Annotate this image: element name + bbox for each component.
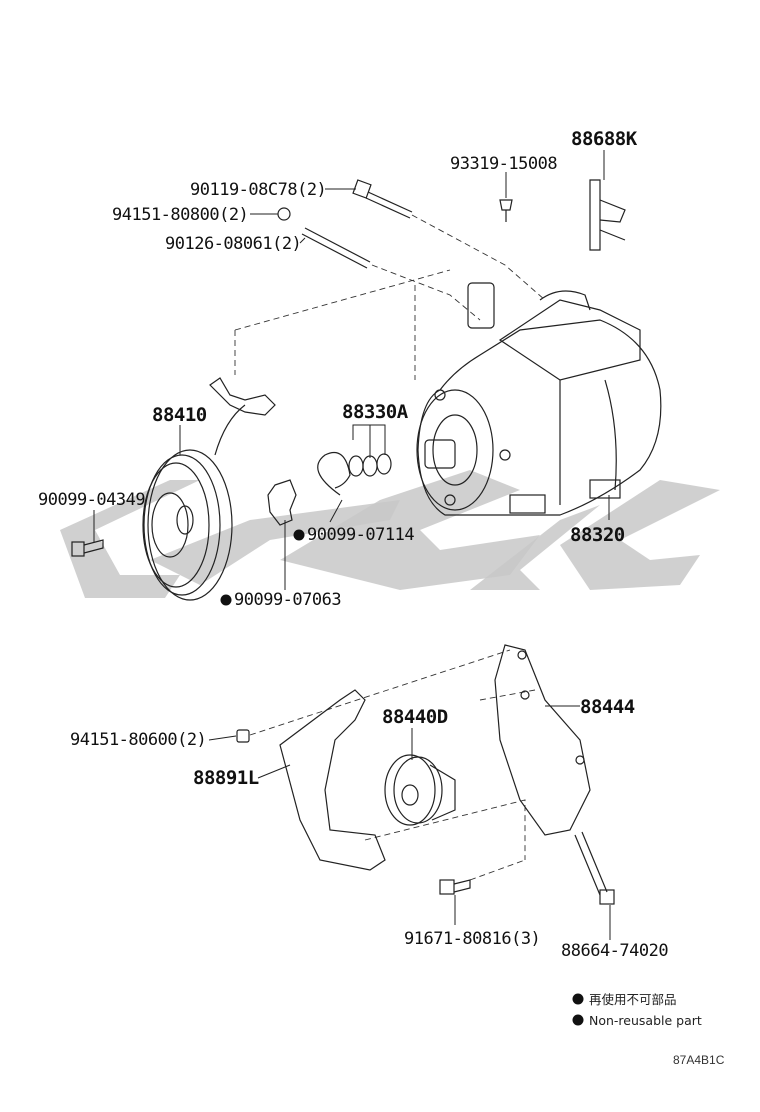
label-88891L: 88891L: [193, 767, 259, 789]
shims-88330A: [348, 453, 392, 477]
leader-lines: [93, 150, 611, 940]
bracket-88444: [494, 644, 591, 836]
bolt-88664: [574, 831, 615, 905]
non-reusable-dot: [293, 529, 305, 541]
bolt-90099-04349: [71, 539, 104, 557]
snap-ring-90099-07114: [317, 451, 351, 496]
stud-90126: [301, 227, 371, 269]
label-88320: 88320: [570, 524, 625, 546]
diagram-code: 87A4B1C: [673, 1053, 725, 1067]
legend-jp: 再使用不可部品: [589, 992, 677, 1007]
clutch-88410: [142, 377, 276, 601]
label-90099-07114: 90099-07114: [307, 525, 414, 545]
cygc-logo: [60, 470, 720, 598]
label-90099-07063: 90099-07063: [234, 590, 341, 610]
label-88444: 88444: [580, 696, 635, 718]
label-88330A: 88330A: [342, 401, 409, 423]
label-90126-08061: 90126-08061(2): [165, 234, 301, 254]
label-93319-15008: 93319-15008: [450, 154, 557, 174]
label-88664-74020: 88664-74020: [561, 941, 668, 961]
legend-en: Non-reusable part: [589, 1013, 702, 1028]
legend: 再使用不可部品 Non-reusable part: [572, 992, 702, 1028]
label-94151-80800: 94151-80800(2): [112, 205, 248, 225]
nut-94151-80600: [236, 729, 250, 743]
label-90119-08C78: 90119-08C78(2): [190, 180, 326, 200]
screw-93319: [499, 199, 513, 222]
gasket-90099-07063: [267, 479, 297, 526]
label-94151-80600: 94151-80600(2): [70, 730, 206, 750]
bracket-88891L: [279, 689, 386, 871]
assembly-lines: [234, 214, 546, 881]
legend-dot: [572, 1014, 584, 1026]
compressor-88320: [416, 282, 662, 516]
non-reusable-dot: [220, 594, 232, 606]
label-88440D: 88440D: [382, 706, 448, 728]
bolt-91671: [439, 879, 471, 895]
bracket-88688K: [589, 179, 626, 251]
nut-94151-80800: [277, 207, 291, 221]
label-91671-80816: 91671-80816(3): [404, 929, 540, 949]
bolt-90119: [352, 179, 413, 219]
label-88688K: 88688K: [571, 128, 638, 150]
legend-dot: [572, 993, 584, 1005]
label-88410: 88410: [152, 404, 207, 426]
idler-pulley-88440D: [384, 754, 456, 826]
label-90099-04349: 90099-04349: [38, 490, 145, 510]
